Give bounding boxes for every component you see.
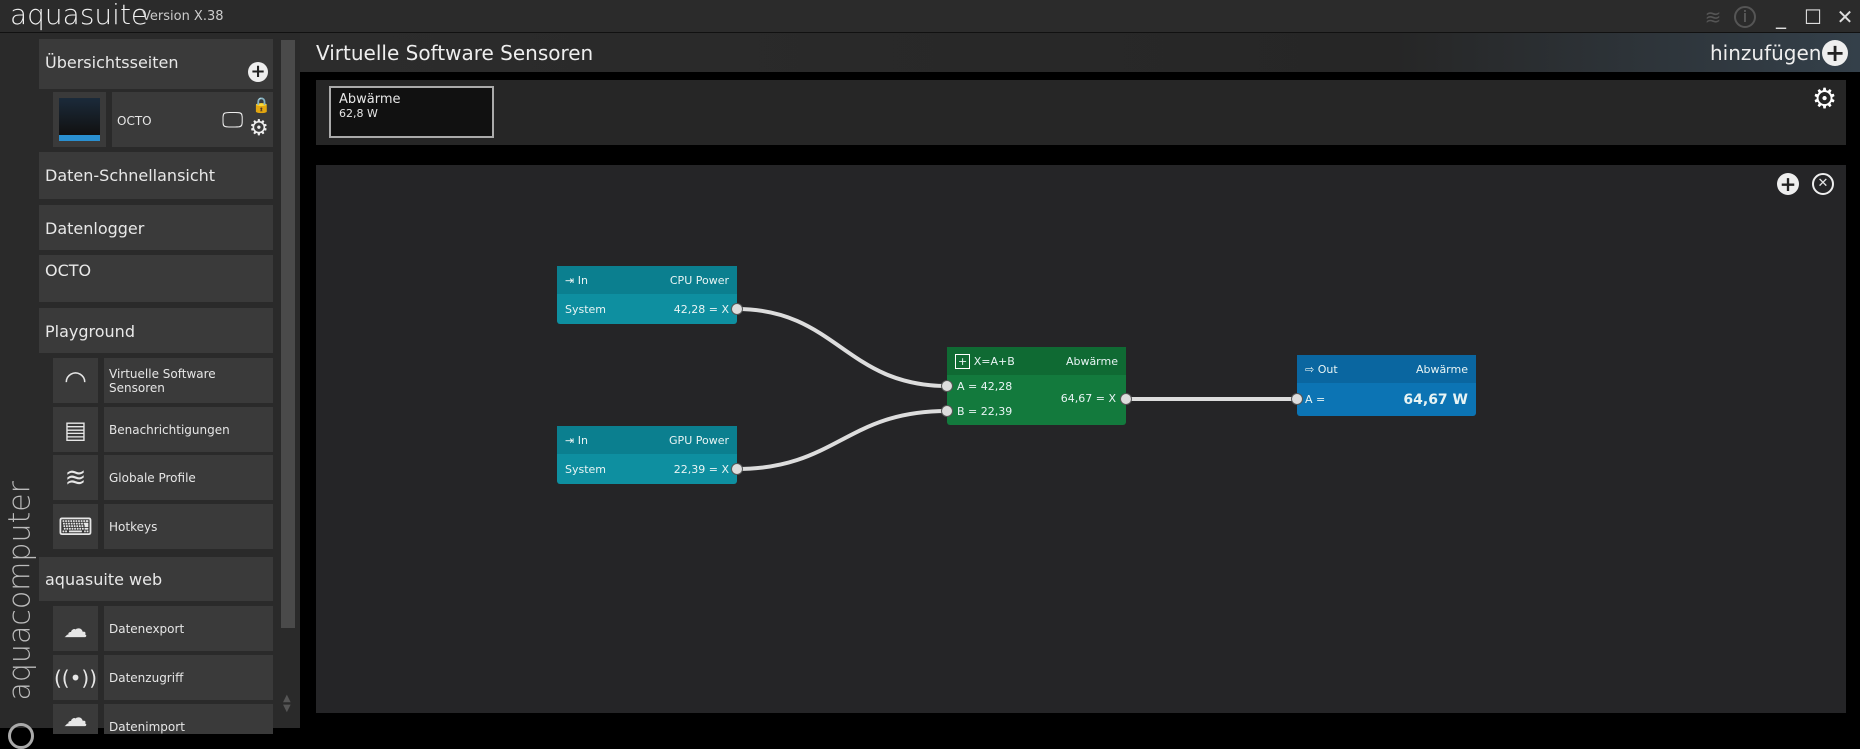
section-label: aquasuite web	[45, 570, 163, 589]
monitor-icon[interactable]: 🖵	[222, 108, 244, 133]
port-out-in[interactable]	[1291, 393, 1303, 405]
app-version: Version X.38	[142, 9, 224, 24]
info-icon[interactable]: i	[1734, 6, 1756, 28]
section-label: Playground	[45, 322, 135, 341]
maximize-button[interactable]: ☐	[1804, 5, 1822, 29]
port-sum-out[interactable]	[1120, 393, 1132, 405]
overview-thumbnail[interactable]	[53, 92, 106, 147]
sidebar-section-overview[interactable]: Übersichtsseiten	[39, 39, 273, 89]
wire-gpu-to-b	[736, 409, 948, 471]
cloud-download-icon[interactable]: ☁	[53, 704, 98, 734]
port-sum-a[interactable]	[941, 380, 953, 392]
brand-logo: aquacomputer	[2, 480, 38, 701]
node-name: Abwärme	[1415, 362, 1468, 376]
port-cpu-out[interactable]	[731, 303, 743, 315]
page-label: OCTO	[117, 114, 152, 128]
scroll-arrows-icon[interactable]: ▲▼	[283, 693, 291, 714]
app-name: aquasuite	[10, 0, 149, 31]
item-label: Globale Profile	[109, 470, 196, 485]
close-circle-icon[interactable]: ✕	[1812, 173, 1834, 195]
broadcast-icon[interactable]: ((•))	[53, 655, 98, 700]
section-label: OCTO	[45, 261, 92, 280]
node-source: System	[565, 462, 607, 476]
brand-strip: aquacomputer	[0, 33, 38, 749]
message-icon[interactable]: ▤	[53, 407, 98, 452]
sidebar-section-aquasuite-web[interactable]: aquasuite web	[39, 557, 273, 601]
section-label: Daten-Schnellansicht	[45, 166, 216, 185]
plus-box-icon: +	[955, 353, 971, 369]
node-name: CPU Power	[669, 273, 729, 287]
node-type: Out	[1317, 362, 1338, 376]
node-source: System	[565, 302, 607, 316]
node-name: GPU Power	[669, 433, 729, 447]
sidebar-section-octo[interactable]: OCTO	[39, 255, 273, 302]
gauge-icon[interactable]: ◠	[53, 358, 98, 403]
layers-icon[interactable]: ≋	[1704, 5, 1722, 29]
section-label: Datenlogger	[45, 219, 145, 238]
brand-logo-icon	[8, 723, 34, 749]
add-icon[interactable]: +	[1822, 40, 1848, 66]
node-name: Abwärme	[1065, 354, 1118, 368]
login-icon: ⇥ In	[565, 273, 588, 287]
wire-cpu-to-a	[736, 307, 948, 388]
layers-icon[interactable]: ≋	[53, 455, 98, 500]
tile-value: 62,8 W	[339, 107, 378, 120]
output-value: 64,67 W	[1403, 391, 1468, 408]
item-label: Datenimport	[109, 720, 185, 734]
sum-node[interactable]: + X=A+B Abwärme A = 42,28 B = 22,39 64,67…	[947, 347, 1126, 425]
output-node[interactable]: ⇨ Out Abwärme A = 64,67 W	[1297, 355, 1476, 416]
port-gpu-out[interactable]	[731, 463, 743, 475]
input-a: A = 42,28	[957, 380, 1013, 393]
gear-icon[interactable]: ⚙	[249, 116, 269, 141]
sensor-tiles-panel	[316, 80, 1846, 145]
login-icon: ⇥ In	[565, 433, 588, 447]
input-a: A =	[1305, 393, 1326, 406]
item-label: Virtuelle Software Sensoren	[109, 366, 216, 395]
cloud-upload-icon[interactable]: ☁	[53, 606, 98, 651]
add-node-icon[interactable]: +	[1777, 173, 1799, 195]
keyboard-icon[interactable]: ⌨	[53, 504, 98, 549]
sidebar-item-data-export[interactable]: Datenexport	[104, 606, 273, 651]
input-node-gpu[interactable]: ⇥ In GPU Power System 22,39 = X	[557, 426, 737, 484]
node-type: In	[577, 433, 588, 447]
sidebar-scrollbar[interactable]	[281, 40, 295, 628]
connection-wires	[736, 307, 1297, 471]
sidebar-item-virtual-sensors[interactable]: Virtuelle Software Sensoren	[104, 358, 273, 403]
input-node-cpu[interactable]: ⇥ In CPU Power System 42,28 = X	[557, 266, 737, 324]
item-label: Datenzugriff	[109, 670, 184, 685]
item-label: Benachrichtigungen	[109, 422, 230, 437]
logout-icon: ⇨ Out	[1305, 362, 1338, 376]
node-value: 42,28 = X	[673, 302, 729, 316]
item-label: Hotkeys	[109, 519, 158, 534]
sensor-tile[interactable]: Abwärme 62,8 W	[329, 86, 494, 138]
gear-icon[interactable]: ⚙	[1812, 82, 1838, 115]
main-header	[300, 33, 1860, 72]
sidebar-item-hotkeys[interactable]: Hotkeys	[104, 504, 273, 549]
overview-page-octo[interactable]: OCTO	[112, 92, 273, 147]
sidebar-section-datalogger[interactable]: Datenlogger	[39, 205, 273, 250]
input-b: B = 22,39	[957, 405, 1013, 418]
node-value: 22,39 = X	[673, 462, 729, 476]
tile-name: Abwärme	[339, 92, 401, 107]
page-title: Virtuelle Software Sensoren	[316, 41, 594, 65]
close-button[interactable]: ✕	[1836, 5, 1854, 29]
lock-icon[interactable]: 🔒	[252, 96, 271, 114]
sidebar-section-playground[interactable]: Playground	[39, 308, 273, 353]
section-label: Übersichtsseiten	[45, 53, 179, 72]
title-bar: aquasuite Version X.38 ≋ i _ ☐ ✕	[0, 0, 1860, 33]
port-sum-b[interactable]	[941, 405, 953, 417]
sidebar-item-data-import[interactable]: Datenimport	[104, 704, 273, 734]
node-formula: X=A+B	[973, 354, 1015, 368]
add-overview-icon[interactable]: +	[248, 62, 268, 82]
node-type: In	[577, 273, 588, 287]
add-button-label[interactable]: hinzufügen	[1710, 41, 1822, 65]
sidebar-item-notifications[interactable]: Benachrichtigungen	[104, 407, 273, 452]
sidebar-item-data-access[interactable]: Datenzugriff	[104, 655, 273, 700]
minimize-button[interactable]: _	[1776, 5, 1786, 29]
sidebar-item-global-profiles[interactable]: Globale Profile	[104, 455, 273, 500]
sidebar-section-quickview[interactable]: Daten-Schnellansicht	[39, 152, 273, 199]
node-canvas[interactable]: + ✕ ⇥ In CPU Power System 42,28 = X ⇥ In GP…	[316, 165, 1846, 713]
item-label: Datenexport	[109, 621, 185, 636]
output-value: 64,67 = X	[1060, 392, 1116, 405]
